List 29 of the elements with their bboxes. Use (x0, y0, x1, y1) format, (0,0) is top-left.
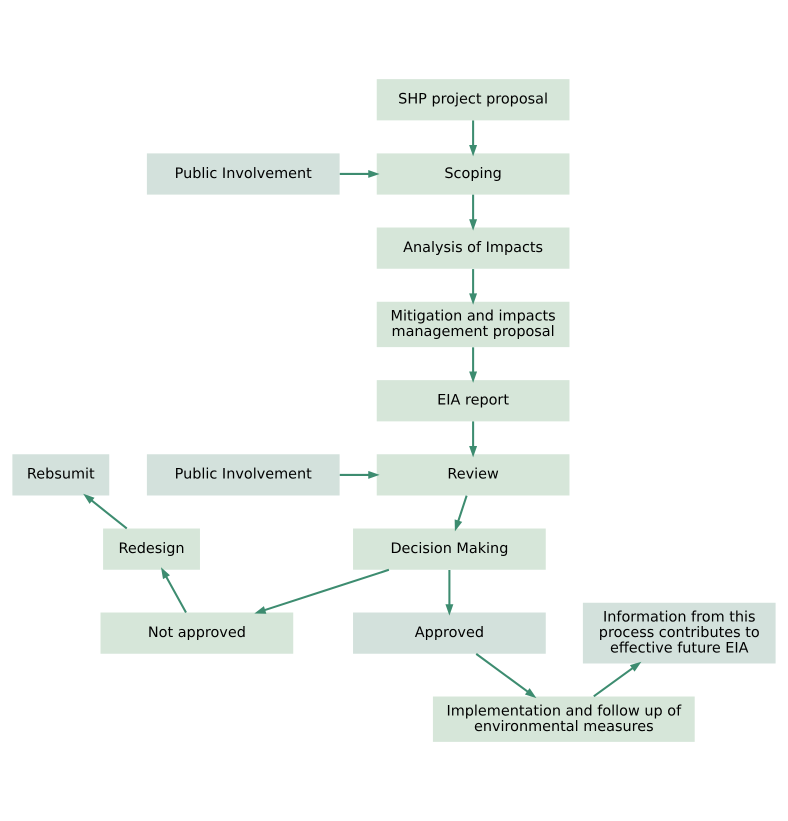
node-box: Decision Making (353, 528, 546, 570)
arrow (469, 347, 478, 383)
node-box: EIA report (376, 380, 570, 422)
node-box: Rebsumit (12, 454, 110, 496)
node-box: Public Involvement (146, 153, 340, 195)
arrow (469, 269, 478, 305)
node-box: Implementation and follow up of environmental measures (432, 696, 695, 742)
node-box: Scoping (376, 153, 570, 195)
arrow (454, 495, 468, 532)
node-box: Mitigation and impacts management proposal (376, 302, 570, 348)
node-box: Public Involvement (146, 454, 340, 496)
arrow (469, 194, 478, 231)
arrow (593, 662, 642, 698)
node-box: Review (376, 454, 570, 496)
arrow (340, 470, 380, 479)
arrow (445, 570, 454, 616)
node-box: Information from this process contributes to effective future EIA (582, 602, 776, 664)
arrow (469, 421, 478, 458)
arrow (340, 170, 380, 178)
node-box: Not approved (100, 612, 294, 654)
arrow (83, 494, 128, 530)
arrow (160, 567, 187, 613)
arrow (254, 568, 390, 614)
arrow (476, 653, 536, 698)
node-box: Approved (353, 612, 546, 654)
arrow (469, 120, 478, 156)
node-box: SHP project proposal (376, 79, 570, 120)
node-box: Analysis of Impacts (376, 228, 570, 269)
node-box: Redesign (103, 528, 200, 570)
